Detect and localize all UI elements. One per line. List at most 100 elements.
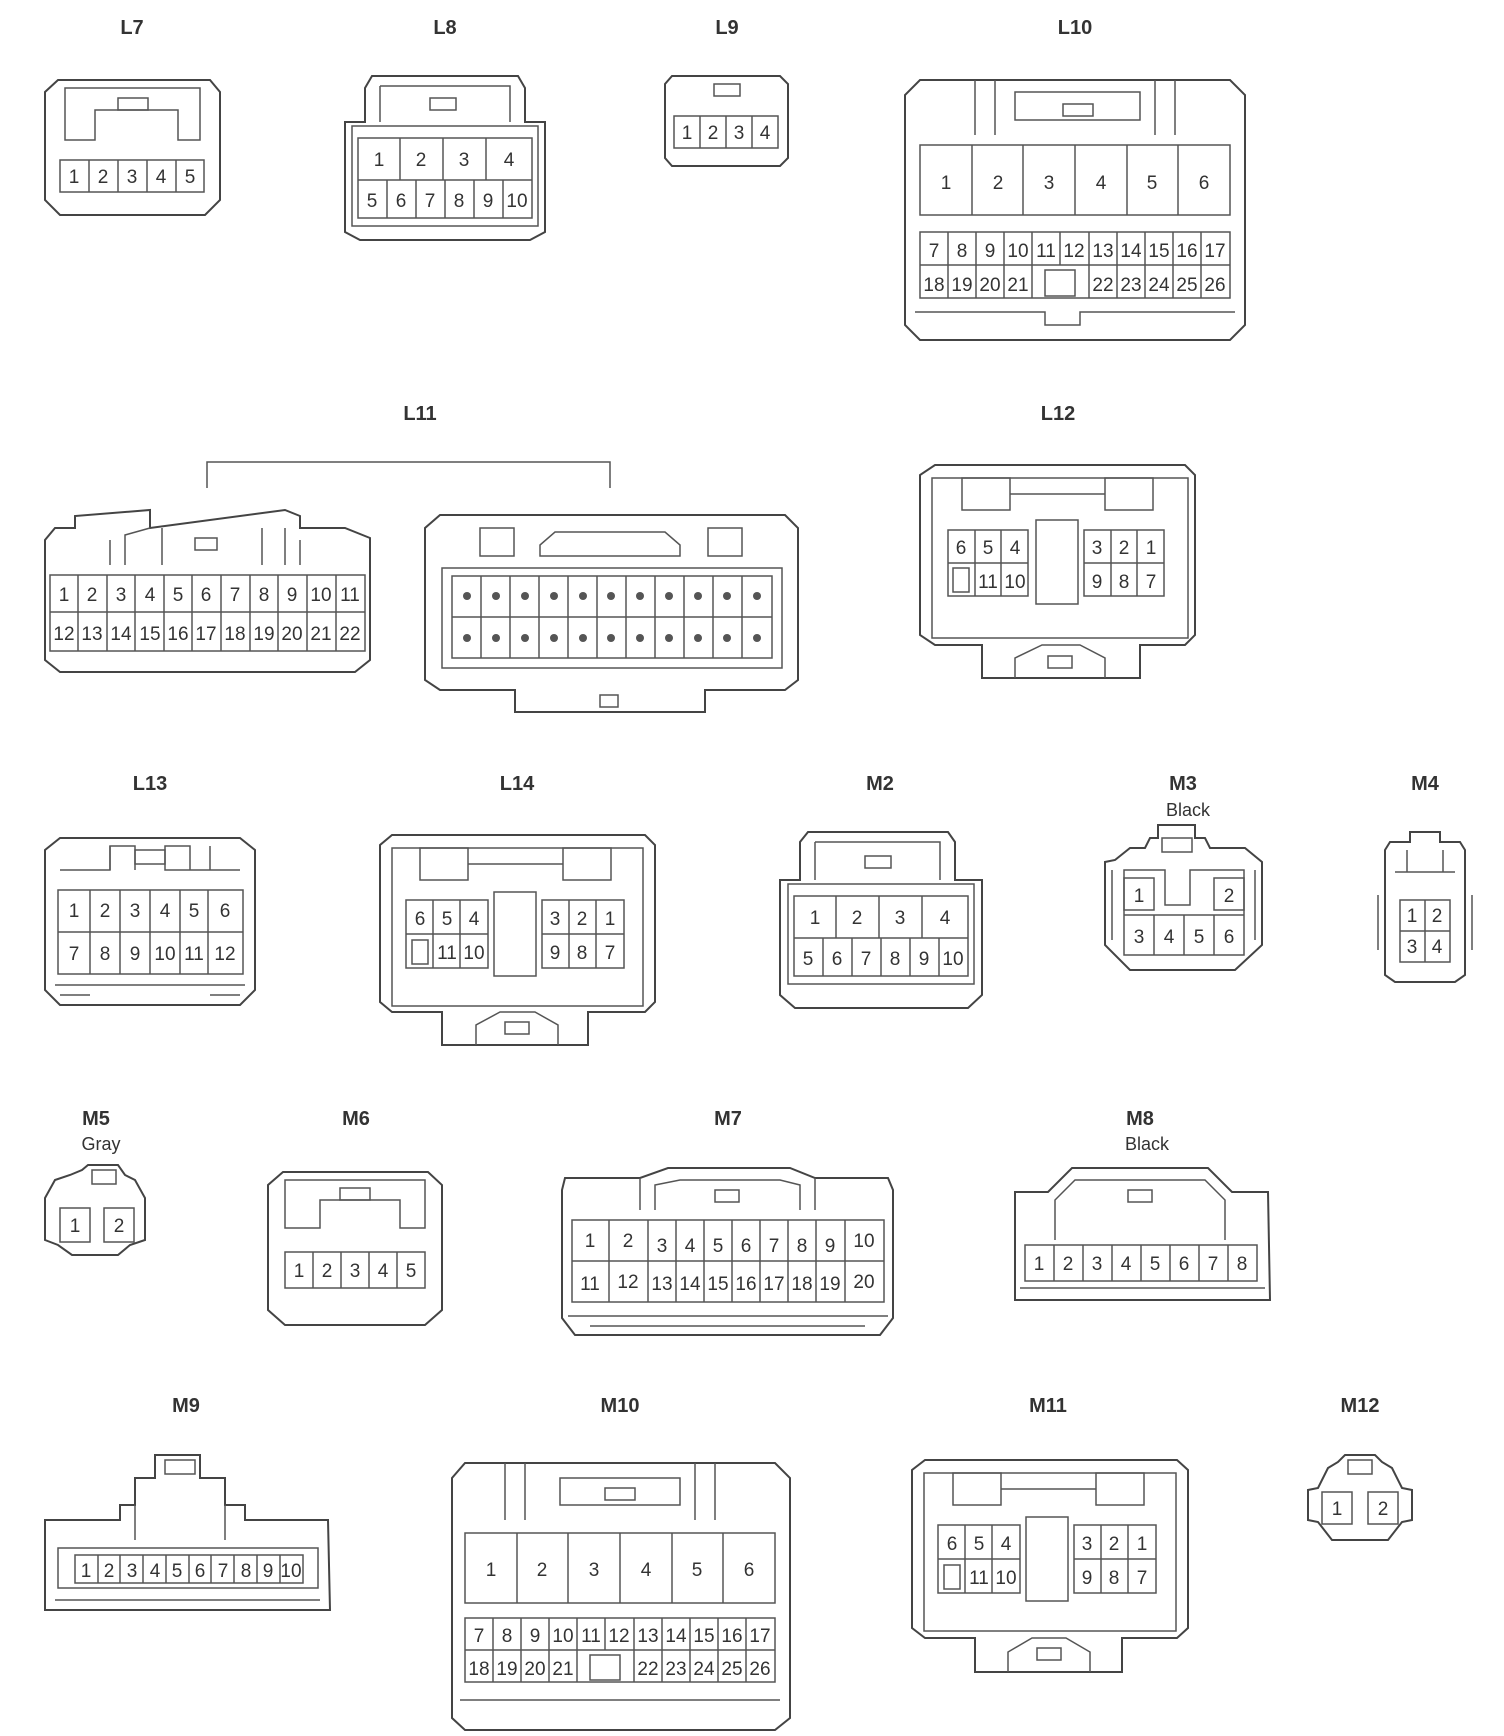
pin: 15 <box>1148 241 1169 262</box>
pin: 1 <box>682 123 693 144</box>
connector-L8-title: L8 <box>433 17 456 39</box>
pin: 15 <box>707 1274 728 1295</box>
connector-L14: L14 6 5 4 3 2 1 11 10 9 8 7 <box>379 773 656 1046</box>
pin: 12 <box>1063 241 1084 262</box>
pin: 1 <box>294 1261 305 1282</box>
pin: 10 <box>552 1626 573 1647</box>
pin: 2 <box>114 1216 125 1237</box>
pin: 1 <box>1034 1254 1045 1275</box>
pin: 2 <box>322 1261 333 1282</box>
pin: 5 <box>367 191 378 212</box>
connector-L9: L9 1 2 3 4 <box>664 17 789 167</box>
connector-L13-title: L13 <box>133 773 167 795</box>
pin: 2 <box>993 173 1004 194</box>
pin: 1 <box>605 909 616 930</box>
pin: 8 <box>577 943 588 964</box>
pin: 2 <box>577 909 588 930</box>
connector-M9-title: M9 <box>172 1395 200 1417</box>
pin: 10 <box>995 1568 1016 1589</box>
pin: 11 <box>581 1626 601 1647</box>
pin: 9 <box>985 241 996 262</box>
pin: 1 <box>585 1231 596 1252</box>
pin: 16 <box>721 1626 742 1647</box>
connector-M8: M8 Black 1 2 3 4 5 6 7 8 <box>1014 1108 1272 1301</box>
pin: 10 <box>1004 572 1025 593</box>
pin: 8 <box>1109 1568 1120 1589</box>
pin: 3 <box>1407 937 1418 958</box>
pin: 12 <box>608 1626 629 1647</box>
pin: 20 <box>853 1272 874 1293</box>
pin: 11 <box>978 572 998 593</box>
connector-L7-pin-grid: 1 2 3 4 5 <box>59 159 205 193</box>
pin: 17 <box>1204 241 1225 262</box>
pin: 22 <box>1092 275 1113 296</box>
pin: 8 <box>241 1561 252 1582</box>
pin: 5 <box>803 949 814 970</box>
pin: 2 <box>416 150 427 171</box>
pin: 11 <box>1036 241 1056 262</box>
pin: 23 <box>1120 275 1141 296</box>
pin: 1 <box>69 901 80 922</box>
pin: 7 <box>230 585 241 606</box>
pin: 1 <box>941 173 952 194</box>
connector-M7-title: M7 <box>714 1108 742 1130</box>
pin: 4 <box>1096 173 1107 194</box>
pin: 4 <box>641 1560 652 1581</box>
pin: 3 <box>589 1560 600 1581</box>
pin: 21 <box>310 624 331 645</box>
pin: 9 <box>483 191 494 212</box>
pin: 8 <box>797 1236 808 1257</box>
pin: 9 <box>263 1561 274 1582</box>
pin: 6 <box>741 1236 752 1257</box>
pin: 2 <box>1378 1499 1389 1520</box>
pin: 7 <box>1146 572 1157 593</box>
pin: 4 <box>1010 538 1021 559</box>
pin: 13 <box>637 1626 658 1647</box>
pin: 19 <box>819 1274 840 1295</box>
connector-M10-title: M10 <box>601 1395 640 1417</box>
pin: 21 <box>1007 275 1028 296</box>
pin: 11 <box>340 585 360 606</box>
pin: 1 <box>1134 886 1145 907</box>
pin: 2 <box>1432 906 1443 927</box>
pin: 3 <box>734 123 745 144</box>
pin: 17 <box>763 1274 784 1295</box>
pin: 5 <box>1194 927 1205 948</box>
pin: 9 <box>287 585 298 606</box>
pin: 8 <box>1119 572 1130 593</box>
pin: 4 <box>940 908 951 929</box>
pin: 15 <box>139 624 160 645</box>
pin: 4 <box>145 585 156 606</box>
pin: 12 <box>53 624 74 645</box>
pin: 10 <box>280 1561 301 1582</box>
pin: 12 <box>214 944 235 965</box>
pin: 9 <box>530 1626 541 1647</box>
pin: 3 <box>350 1261 361 1282</box>
pin: 10 <box>853 1231 874 1252</box>
connector-M2-title: M2 <box>866 773 894 795</box>
pin: 5 <box>713 1236 724 1257</box>
connector-M9: M9 1 2 3 4 5 6 7 8 9 10 <box>44 1395 332 1611</box>
pin: 3 <box>1082 1534 1093 1555</box>
pin: 2 <box>1109 1534 1120 1555</box>
pin: 16 <box>1176 241 1197 262</box>
pin: 5 <box>406 1261 417 1282</box>
pin: 2 <box>537 1560 548 1581</box>
pin: 22 <box>339 624 360 645</box>
pin: 7 <box>929 241 940 262</box>
pin: 9 <box>919 949 930 970</box>
pin: 4 <box>378 1261 389 1282</box>
connector-M6: M6 1 2 3 4 5 <box>267 1108 443 1326</box>
pin: 25 <box>1176 275 1197 296</box>
pin: 16 <box>167 624 188 645</box>
pin: 5 <box>692 1560 703 1581</box>
pin: 10 <box>463 943 484 964</box>
pin: 18 <box>923 275 944 296</box>
pin: 12 <box>617 1272 638 1293</box>
pin: 7 <box>769 1236 780 1257</box>
pin: 21 <box>552 1659 573 1680</box>
pin: 1 <box>69 167 80 188</box>
pin: 13 <box>651 1274 672 1295</box>
pin: 8 <box>957 241 968 262</box>
